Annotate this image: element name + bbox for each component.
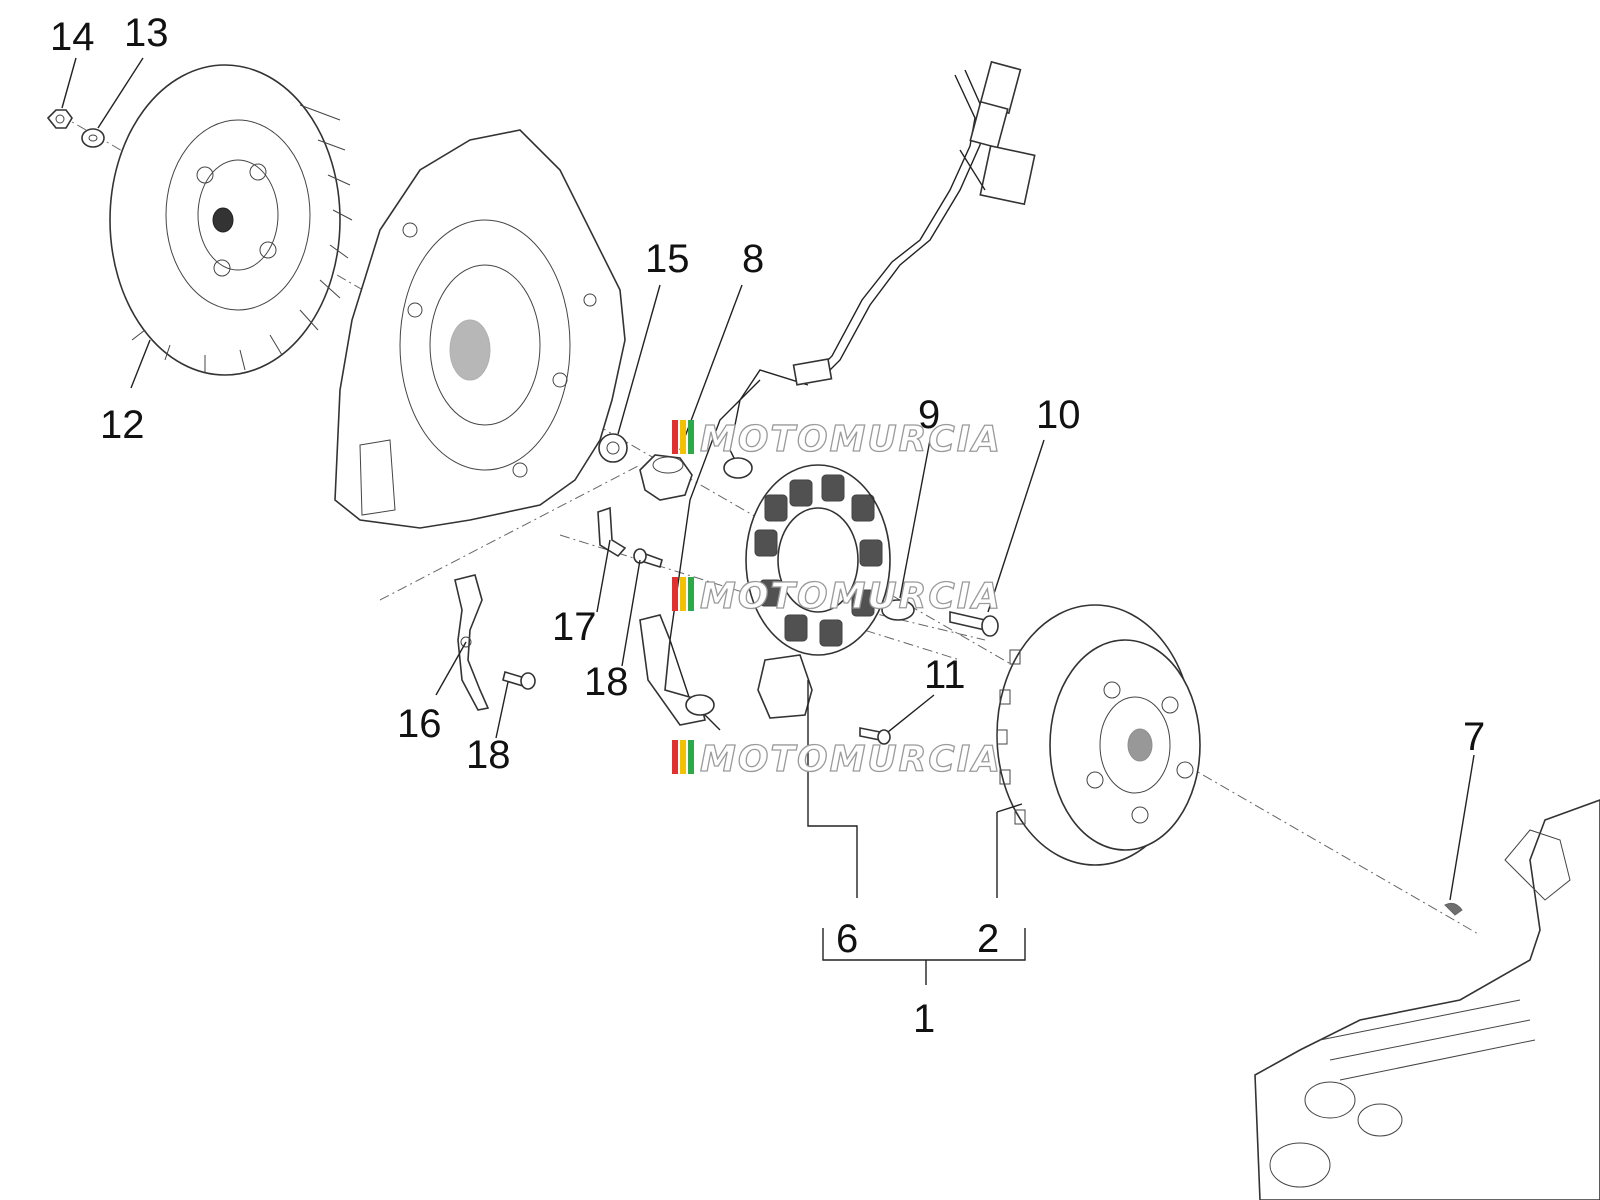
washer-part[interactable] [81, 128, 105, 148]
callout-13: 13 [124, 11, 169, 55]
callout-1: 1 [913, 997, 935, 1041]
plate-16-part[interactable] [454, 574, 490, 711]
bolt-10-part[interactable] [949, 610, 999, 637]
pickup-sensor-part[interactable] [639, 614, 813, 726]
wiring-harness-part[interactable] [669, 60, 1036, 731]
cooling-fan-part[interactable] [109, 64, 353, 376]
flywheel-rotor-part[interactable] [996, 604, 1201, 866]
callout-18b: 18 [466, 733, 511, 777]
leader-lines [61, 57, 1475, 985]
callout-18a: 18 [584, 660, 629, 704]
crankcase-cover-part[interactable] [334, 129, 626, 529]
woodruff-key-part[interactable] [1444, 902, 1463, 916]
watermark-text-1: MOTOMURCIA [700, 419, 1002, 460]
watermark: MOTOMURCIA MOTOMURCIA MOTOMURCIA [672, 418, 1002, 781]
engine-block-part [1254, 799, 1600, 1200]
callout-9: 9 [918, 393, 940, 437]
nut-part[interactable] [46, 109, 73, 129]
screw-18a-part[interactable] [633, 548, 663, 569]
callout-17: 17 [552, 605, 597, 649]
callout-6: 6 [836, 917, 858, 961]
callout-10: 10 [1036, 393, 1081, 437]
watermark-text-3: MOTOMURCIA [700, 739, 1002, 780]
screw-11-part[interactable] [859, 727, 891, 745]
stator-part[interactable] [745, 464, 891, 656]
watermark-text-2: MOTOMURCIA [700, 576, 1002, 617]
callout-15: 15 [645, 237, 690, 281]
callout-2: 2 [977, 917, 999, 961]
callout-8: 8 [742, 237, 764, 281]
screw-18b-part[interactable] [502, 670, 536, 690]
callout-7: 7 [1463, 715, 1485, 759]
nut-8-part[interactable] [639, 454, 693, 501]
callout-14: 14 [50, 15, 95, 59]
bracket-17-part[interactable] [597, 506, 627, 558]
callout-labels: 14 13 12 15 8 9 10 11 7 6 2 1 17 18 16 1… [50, 11, 1485, 1041]
washer-15-part[interactable] [598, 433, 628, 463]
callout-16: 16 [397, 702, 442, 746]
callout-12: 12 [100, 403, 145, 447]
callout-11: 11 [924, 653, 966, 697]
o-ring-part[interactable] [881, 599, 915, 621]
